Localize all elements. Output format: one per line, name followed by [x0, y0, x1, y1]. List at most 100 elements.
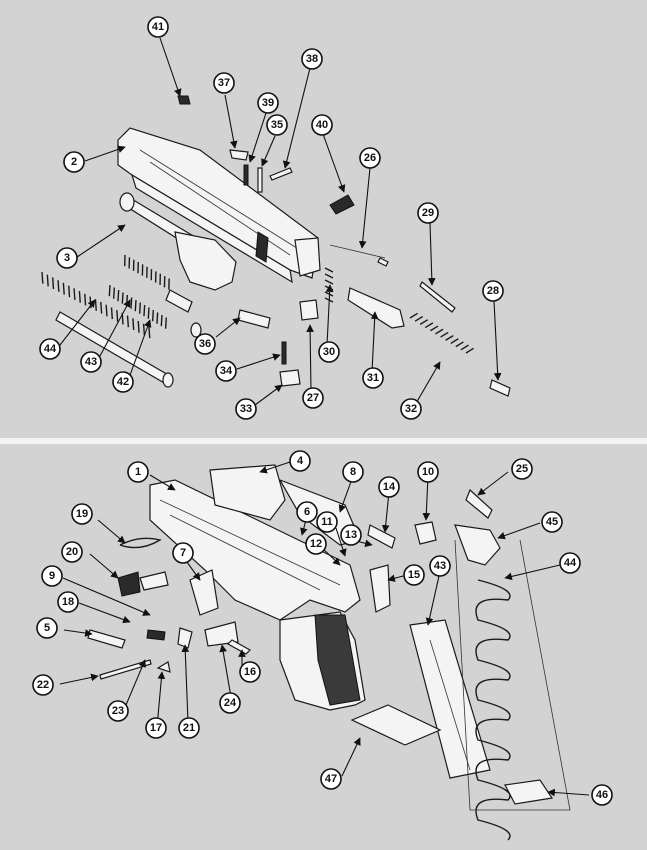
callout-label: 7 [180, 547, 186, 559]
callout-top-42: 42 [112, 371, 134, 393]
callout-bottom-1: 1 [127, 461, 149, 483]
barrel-part [119, 192, 237, 291]
callout-label: 38 [306, 53, 318, 65]
callout-label: 24 [224, 697, 237, 709]
callout-label: 40 [316, 119, 328, 131]
callout-bottom-12: 12 [305, 533, 327, 555]
callout-label: 6 [304, 506, 310, 518]
callout-label: 43 [85, 356, 97, 368]
callout-bottom-20: 20 [61, 541, 83, 563]
callout-top-28: 28 [482, 280, 504, 302]
callout-top-43: 43 [80, 351, 102, 373]
callout-bottom-9: 9 [41, 565, 63, 587]
callout-label: 17 [150, 722, 162, 734]
callout-top-34: 34 [215, 360, 237, 382]
callout-bottom-25: 25 [511, 458, 533, 480]
callout-label: 41 [152, 21, 164, 33]
callout-label: 29 [422, 207, 434, 219]
top-panel [0, 0, 647, 438]
callout-top-31: 31 [362, 367, 384, 389]
callout-label: 32 [405, 403, 417, 415]
callout-bottom-5: 5 [36, 617, 58, 639]
callout-bottom-23: 23 [107, 700, 129, 722]
callout-label: 9 [49, 570, 55, 582]
callout-label: 44 [44, 343, 57, 355]
callout-label: 30 [323, 346, 335, 358]
callout-label: 47 [325, 773, 337, 785]
callout-top-37: 37 [213, 72, 235, 94]
callout-top-33: 33 [235, 398, 257, 420]
callout-label: 26 [364, 152, 376, 164]
top-leaders [59, 37, 502, 406]
callout-bottom-43: 43 [429, 555, 451, 577]
callout-bottom-18: 18 [57, 591, 79, 613]
callout-label: 23 [112, 705, 124, 717]
callout-top-41: 41 [147, 16, 169, 38]
callout-label: 42 [117, 376, 129, 388]
callout-label: 15 [408, 569, 420, 581]
callout-label: 22 [37, 679, 49, 691]
callout-top-2: 2 [63, 151, 85, 173]
callout-label: 46 [596, 789, 608, 801]
callout-bottom-16: 16 [239, 661, 261, 683]
callout-bottom-7: 7 [172, 542, 194, 564]
callout-label: 18 [62, 596, 74, 608]
callout-bottom-46: 46 [591, 784, 613, 806]
callout-label: 36 [199, 338, 211, 350]
callout-label: 10 [422, 466, 434, 478]
slide-part [117, 127, 321, 284]
callout-bottom-21: 21 [178, 717, 200, 739]
callout-bottom-45: 45 [541, 511, 563, 533]
callout-bottom-8: 8 [342, 461, 364, 483]
panel-divider [0, 438, 647, 444]
callout-label: 35 [271, 119, 283, 131]
callout-label: 39 [262, 97, 274, 109]
callout-label: 31 [367, 372, 379, 384]
recoil-spring-parts [41, 254, 202, 388]
callout-label: 20 [66, 546, 78, 558]
callout-bottom-17: 17 [145, 717, 167, 739]
magazine-parts [350, 539, 571, 841]
callout-bottom-4: 4 [289, 450, 311, 472]
frame-part [149, 479, 366, 711]
callout-label: 8 [350, 466, 356, 478]
callout-label: 4 [297, 455, 304, 467]
small-slide-parts [177, 95, 511, 397]
callout-label: 11 [321, 516, 333, 528]
callout-label: 25 [516, 463, 528, 475]
callout-label: 33 [240, 403, 252, 415]
callout-label: 2 [71, 156, 77, 168]
callout-top-38: 38 [301, 48, 323, 70]
callout-label: 14 [383, 481, 396, 493]
callout-label: 44 [564, 557, 577, 569]
callout-top-44: 44 [39, 338, 61, 360]
callout-label: 19 [76, 508, 88, 520]
callout-label: 43 [434, 560, 446, 572]
callout-label: 12 [310, 538, 322, 550]
callout-top-29: 29 [417, 202, 439, 224]
callout-top-40: 40 [311, 114, 333, 136]
callout-label: 34 [220, 365, 233, 377]
callout-bottom-15: 15 [403, 564, 425, 586]
callout-label: 3 [64, 252, 70, 264]
callout-top-27: 27 [302, 387, 324, 409]
callout-bottom-11: 11 [316, 511, 338, 533]
callout-top-36: 36 [194, 333, 216, 355]
callout-top-3: 3 [56, 247, 78, 269]
frame-small-parts [87, 464, 501, 680]
callout-top-35: 35 [266, 114, 288, 136]
callout-top-26: 26 [359, 147, 381, 169]
callout-label: 27 [307, 392, 319, 404]
callout-bottom-47: 47 [320, 768, 342, 790]
callout-bottom-19: 19 [71, 503, 93, 525]
callout-label: 21 [183, 722, 195, 734]
callout-bottom-24: 24 [219, 692, 241, 714]
callout-label: 45 [546, 516, 558, 528]
callout-bottom-22: 22 [32, 674, 54, 696]
callout-bottom-44: 44 [559, 552, 581, 574]
callout-top-32: 32 [400, 398, 422, 420]
callout-label: 16 [244, 666, 256, 678]
